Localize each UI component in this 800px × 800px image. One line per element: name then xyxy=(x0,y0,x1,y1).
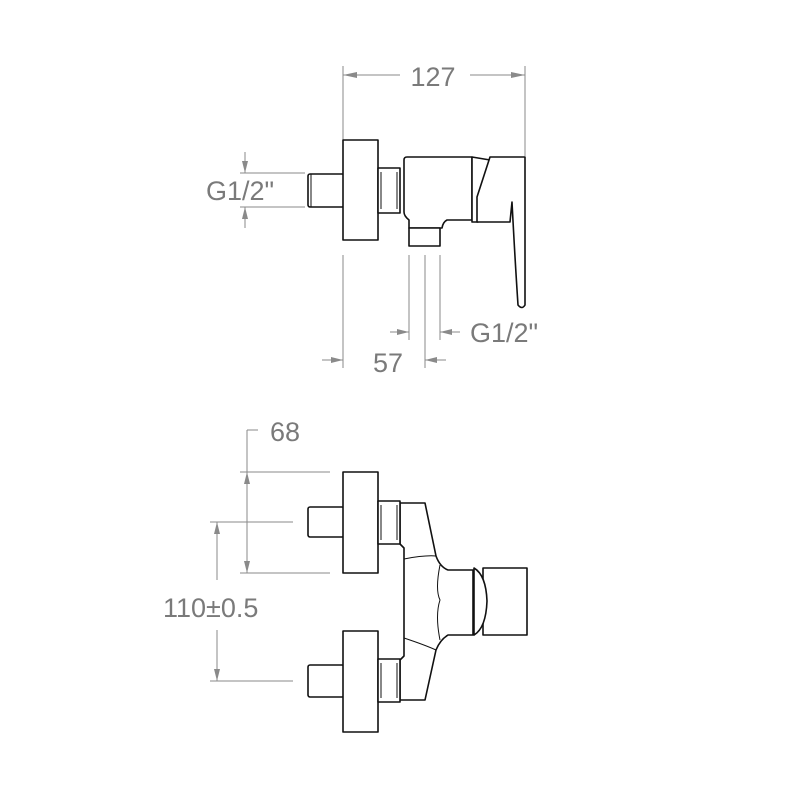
dimension-110: 110±0.5 xyxy=(163,521,293,682)
dimension-127: 127 xyxy=(342,62,526,196)
dimension-inlet-thread: G1/2" xyxy=(206,152,305,228)
valve-body xyxy=(399,502,474,701)
lower-flange xyxy=(342,630,379,733)
inlet-pipe xyxy=(307,173,345,208)
lower-inlet-pipe xyxy=(307,664,345,698)
outlet-connector xyxy=(408,227,441,247)
upper-flange xyxy=(342,471,379,574)
upper-inlet-pipe xyxy=(307,506,345,538)
dimension-outlet: G1/2" 57 xyxy=(322,255,538,378)
front-view: 68 110±0.5 xyxy=(163,417,528,733)
valve-body xyxy=(403,156,473,229)
inlet-thread-label: G1/2" xyxy=(206,176,274,206)
dimension-110-label: 110±0.5 xyxy=(163,593,258,623)
dimension-127-label: 127 xyxy=(410,62,455,92)
wall-flange xyxy=(342,139,379,241)
dimension-68-label: 68 xyxy=(270,417,300,447)
lower-hex-nut xyxy=(377,658,401,703)
outlet-thread-label: G1/2" xyxy=(470,318,538,348)
handle-cap xyxy=(473,567,488,636)
dimension-57-label: 57 xyxy=(373,348,403,378)
handle-cartridge xyxy=(482,567,528,636)
upper-hex-nut xyxy=(377,500,401,545)
hex-nut xyxy=(377,167,401,214)
dimension-68: 68 xyxy=(240,417,330,574)
side-view: 127 G1/2" xyxy=(206,62,538,378)
lever-handle xyxy=(476,156,526,309)
